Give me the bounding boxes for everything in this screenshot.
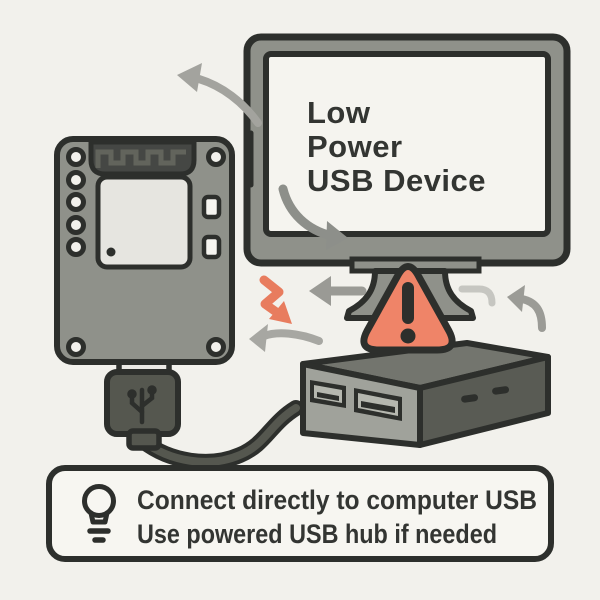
antenna-module — [88, 139, 197, 177]
board-button-2 — [201, 234, 222, 260]
arrow-top-left-icon — [177, 63, 262, 127]
usb-plug-tab — [126, 428, 162, 451]
usb-trident-icon — [127, 385, 157, 425]
screen-text-line-2: Power — [307, 129, 403, 164]
tip-text-line-2: Use powered USB hub if needed — [137, 519, 497, 549]
screen-text-line-3: USB Device — [307, 163, 486, 198]
hub-led-slot-2 — [492, 386, 510, 395]
arrow-left-straight-icon — [309, 276, 367, 306]
board-button-1 — [201, 194, 222, 220]
usb-plug — [104, 369, 181, 451]
screen-text-line-1: Low — [307, 95, 371, 130]
monitor-screen — [263, 51, 551, 237]
computer-monitor: Low Power USB Device — [243, 33, 571, 267]
warning-triangle-exclamation-icon — [360, 263, 456, 354]
tip-box-frame — [46, 465, 554, 562]
usb-hub — [300, 340, 551, 448]
arrow-left-curve-icon — [249, 324, 323, 352]
tip-text-line-1: Connect directly to computer USB — [137, 485, 537, 515]
arrow-screen-curve-icon — [278, 184, 348, 250]
usb-dev-board — [54, 136, 235, 365]
tip-box: Connect directly to computer USB Use pow… — [46, 465, 554, 562]
usb-cable — [135, 400, 304, 470]
arrow-right-faint-hook-icon — [458, 285, 496, 307]
antenna-trace-icon — [95, 149, 186, 168]
hub-usb-port-2 — [354, 388, 402, 421]
lightbulb-icon — [82, 484, 116, 543]
arrow-right-hook-icon — [507, 285, 546, 332]
exclamation-dot — [400, 328, 416, 344]
hub-led-slot-1 — [461, 394, 479, 403]
hub-usb-port-1 — [310, 380, 346, 408]
zigzag-power-arrow-icon — [259, 275, 292, 324]
chip-pin1-dot — [106, 247, 116, 257]
board-pin-holes — [66, 147, 226, 357]
board-chip — [95, 174, 193, 270]
